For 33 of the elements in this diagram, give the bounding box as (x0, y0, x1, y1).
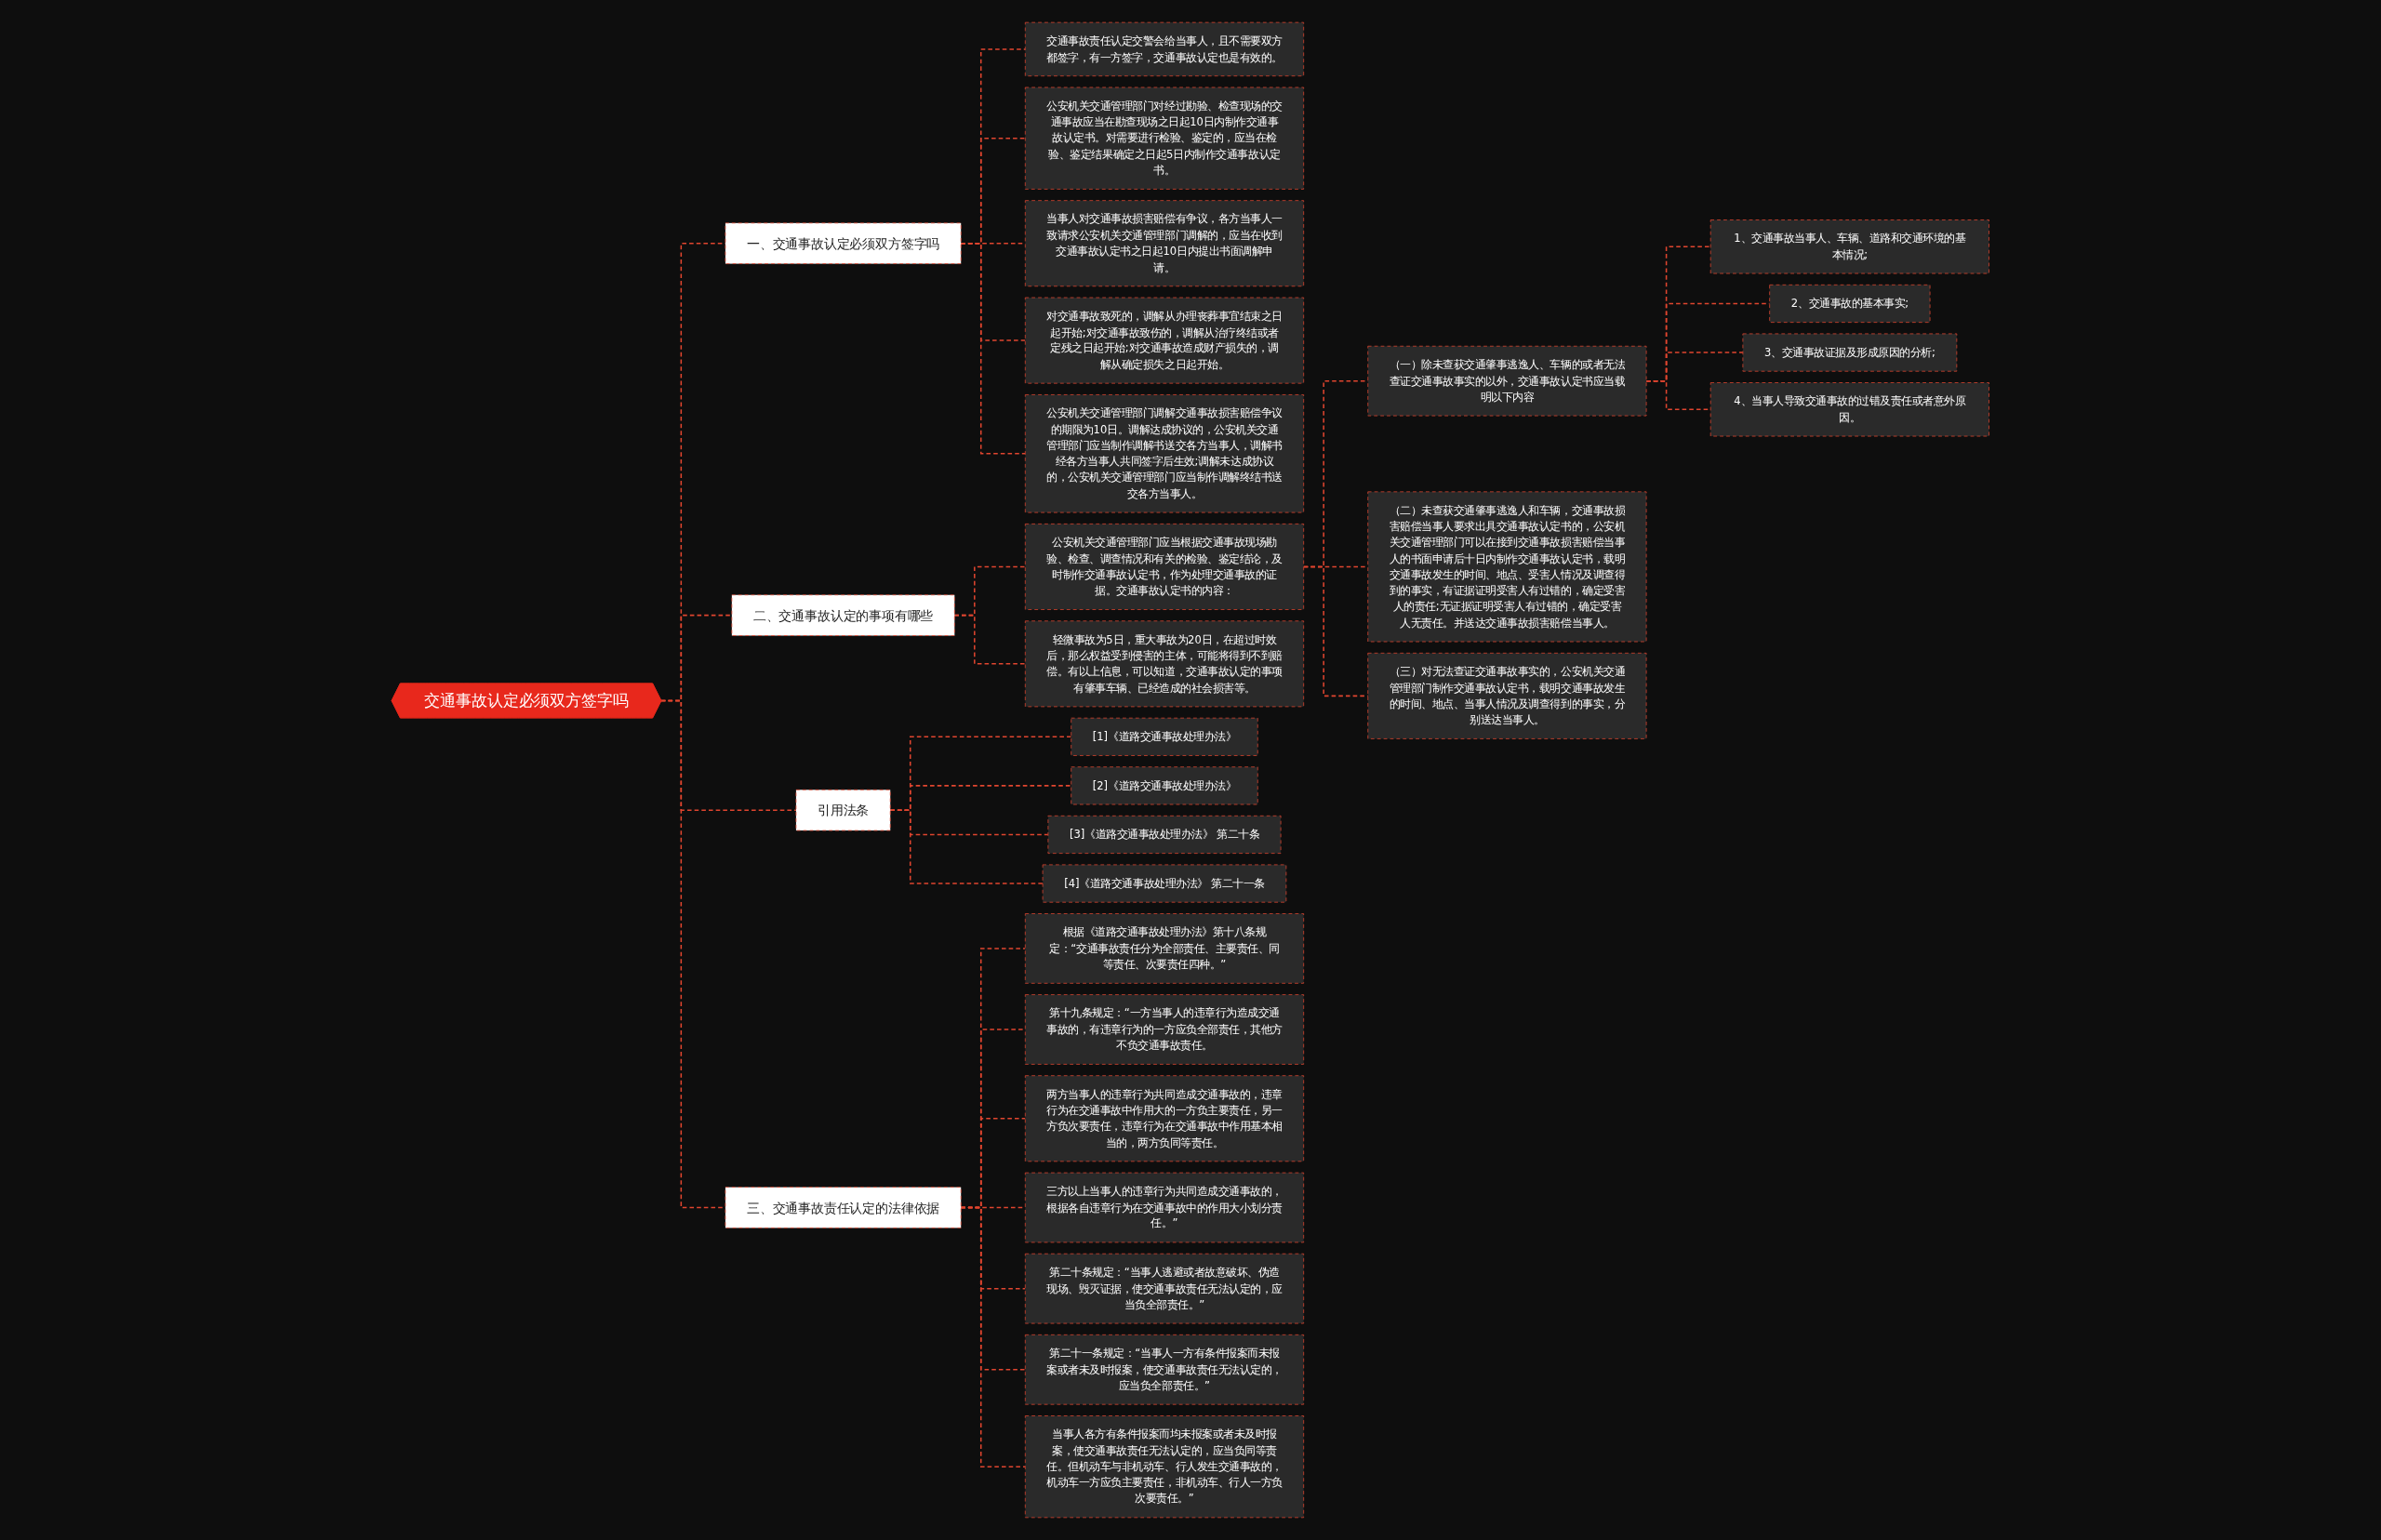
node-box: 第十九条规定：“一方当事人的违章行为造成交通事故的，有违章行为的一方应负全部责任，其他方不负交通事故责任。 (1025, 994, 1305, 1065)
node-box: 3、交通事故证据及形成原因的分析; (1742, 333, 1958, 372)
node-box: [1]《道路交通事故处理办法》 (1071, 717, 1258, 756)
connector (960, 1206, 1027, 1467)
node-box: 一、交通事故认定必须双方签字吗 (725, 222, 962, 264)
node-box: 两方当事人的违章行为共同造成交通事故的，违章行为在交通事故中作用大的一方负主要责任，另一方负次要责任，违章行为在交通事故中作用基本相当的，两方负同等责任。 (1025, 1075, 1305, 1162)
node-box: 三方以上当事人的违章行为共同造成交通事故的，根据各自违章行为在交通事故中的作用大小划分责任。” (1025, 1172, 1305, 1243)
node-box: 二、交通事故认定的事项有哪些 (731, 594, 955, 636)
connector (889, 809, 1044, 884)
node-box: （一）除未查获交通肇事逃逸人、车辆的或者无法查证交通事故事实的以外，交通事故认定书应当载明以下内容 (1367, 345, 1647, 417)
connector (960, 242, 1027, 455)
node-box: 2、交通事故的基本事实; (1769, 284, 1931, 323)
node-box: 对交通事故致死的，调解从办理丧葬事宜结束之日起开始;对交通事故致伤的，调解从治疗终结或者定残之日起开始;对交通事故造成财产损失的，调解从确定损失之日起开始。 (1025, 297, 1305, 384)
node-box: （三）对无法查证交通事故事实的，公安机关交通管理部门制作交通事故认定书，载明交通事故发生的时间、地点、当事人情况及调查得到的事实，分别送达当事人。 (1367, 652, 1647, 739)
node-box: [4]《道路交通事故处理办法》 第二十一条 (1042, 864, 1287, 903)
node-box: 三、交通事故责任认定的法律依据 (725, 1187, 962, 1228)
connector (953, 614, 1027, 665)
node-box: 引用法条 (795, 789, 891, 831)
node-box: 1、交通事故当事人、车辆、道路和交通环境的基本情况; (1709, 219, 1990, 274)
node-box: 交通事故责任认定交警会给当事人，且不需要双方都签字，有一方签字，交通事故认定也是有效的。 (1025, 21, 1305, 77)
node-box: 4、当事人导致交通事故的过错及责任或者意外原因。 (1709, 382, 1990, 437)
node-box: 公安机关交通管理部门对经过勘验、检查现场的交通事故应当在勘查现场之日起10日内制作交通事故认定书。对需要进行检验、鉴定的，应当在检验、鉴定结果确定之日起5日内制作交通事故认定书。 (1025, 86, 1305, 190)
node-box: 当事人对交通事故损害赔偿有争议，各方当事人一致请求公安机关交通管理部门调解的，应当在收到交通事故认定书之日起10日内提出书面调解申请。 (1025, 200, 1305, 287)
node-box: 公安机关交通管理部门调解交通事故损害赔偿争议的期限为10日。调解达成协议的，公安机关交通管理部门应当制作调解书送交各方当事人，调解书经各方当事人共同签字后生效;调解未达成协议的，公安机关交通管理部门应当制作调解终结书送交各方当事人。 (1025, 394, 1305, 513)
node-box: 根据《道路交通事故处理办法》第十八条规定：“交通事故责任分为全部责任、主要责任、同等责任、次要责任四种。” (1025, 913, 1305, 984)
node-box: 轻微事故为5日，重大事故为20日，在超过时效后，那么权益受到侵害的主体，可能将得到不到赔偿。有以上信息，可以知道，交通事故认定的事项有肇事车辆、已经造成的社会损害等。 (1025, 620, 1305, 708)
node-box: 当事人各方有条件报案而均未报案或者未及时报案，使交通事故责任无法认定的，应当负同等责任。但机动车与非机动车、行人发生交通事故的，机动车一方应负主要责任，非机动车、行人一方负次要责任。” (1025, 1415, 1305, 1519)
node-box: [2]《道路交通事故处理办法》 (1071, 766, 1258, 805)
node-box: 第二十一条规定：“当事人一方有条件报案而未报案或者未及时报案，使交通事故责任无法认定的，应当负全部责任。” (1025, 1334, 1305, 1405)
node-box: 公安机关交通管理部门应当根据交通事故现场勘验、检查、调查情况和有关的检验、鉴定结论，及时制作交通事故认定书，作为处理交通事故的证据。交通事故认定书的内容： (1025, 524, 1305, 610)
node-box: [3]《道路交通事故处理办法》 第二十条 (1047, 815, 1282, 854)
node-box: （二）未查获交通肇事逃逸人和车辆，交通事故损害赔偿当事人要求出具交通事故认定书的，公安机关交通管理部门可以在接到交通事故损害赔偿当事人的书面申请后十日内制作交通事故认定书，载明交通事故发生的时间、地点、受害人情况及调查得到的事实，有证据证明受害人有过错的，确定受害人的责任;无证据证明受害人有过错的，确定受害人无责任。并送达交通事故损害赔偿当事人。 (1367, 491, 1647, 643)
node-box: 第二十条规定：“当事人逃避或者故意破坏、伪造现场、毁灭证据，使交通事故责任无法认定的，应当负全部责任。” (1025, 1253, 1305, 1324)
